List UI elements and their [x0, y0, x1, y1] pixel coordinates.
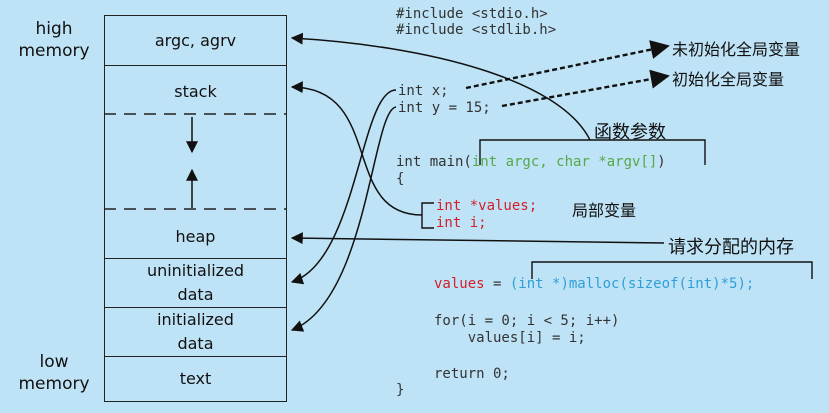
segment-text: text	[104, 356, 287, 402]
code-decl-y: int y = 15;	[398, 100, 491, 116]
malloc-to-heap-arrow	[290, 232, 665, 245]
segment-uninitialized-data: uninitialized data	[104, 258, 287, 307]
segment-free-space	[104, 117, 287, 209]
segment-stack: stack	[104, 65, 287, 117]
code-malloc-lhs: values	[434, 276, 485, 292]
code-brace-open: {	[396, 171, 405, 187]
code-for-line: for(i = 0; i < 5; i++)	[434, 313, 620, 329]
locals-to-stack-arrow	[290, 81, 423, 216]
high-memory-text: high memory	[18, 19, 90, 61]
note-uninitialized-global: 未初始化全局变量	[672, 40, 801, 59]
code-decl-x: int x;	[398, 83, 449, 99]
low-memory-text: low memory	[18, 352, 90, 394]
code-include-stdio: #include <stdio.h>	[396, 6, 548, 22]
x-to-uninit-arrow	[290, 89, 397, 285]
segment-args: argc, agrv	[104, 15, 287, 65]
code-main-params: int argc, char *argv[]	[471, 154, 658, 170]
x-to-uninit-note-arrow	[465, 40, 670, 90]
note-heap-request: 请求分配的内存	[668, 237, 794, 258]
params-bracket	[479, 139, 706, 165]
segment-text-label: text	[179, 369, 212, 388]
code-brace-close: }	[396, 382, 405, 398]
y-to-init-arrow	[290, 106, 397, 332]
segment-heap-label: heap	[175, 226, 216, 246]
high-memory-label: high memory	[14, 18, 94, 62]
segment-stack-label: stack	[174, 82, 217, 101]
segment-heap: heap	[104, 209, 287, 258]
malloc-bracket	[531, 261, 813, 279]
code-main-start: int main(	[396, 154, 472, 170]
note-function-params: 函数参数	[594, 122, 666, 143]
locals-bracket	[421, 202, 434, 229]
note-initialized-global: 初始化全局变量	[672, 70, 785, 89]
code-include-stdlib: #include <stdlib.h>	[396, 22, 557, 38]
segment-initialized-label: initialized data	[157, 310, 234, 353]
code-malloc-line: values = (int *)malloc(sizeof(int)*5);	[434, 276, 754, 293]
code-return-line: return 0;	[434, 366, 510, 382]
code-main-signature: int main(int argc, char *argv[])	[396, 154, 666, 171]
code-main-end: )	[657, 154, 666, 170]
code-local-i: int i;	[436, 215, 487, 231]
low-memory-label: low memory	[14, 351, 94, 395]
params-to-args-arrow	[290, 32, 591, 141]
code-malloc-rhs: (int *)malloc(sizeof(int)*5);	[509, 276, 755, 292]
note-local-vars: 局部变量	[572, 201, 637, 220]
segment-uninitialized-label: uninitialized data	[146, 261, 245, 304]
segment-initialized-data: initialized data	[104, 307, 287, 356]
code-malloc-eq: =	[484, 276, 510, 292]
code-local-values: int *values;	[436, 198, 538, 214]
segment-args-label: argc, agrv	[154, 30, 237, 50]
y-to-init-note-arrow	[501, 69, 670, 108]
code-assign-line: values[i] = i;	[434, 330, 586, 346]
